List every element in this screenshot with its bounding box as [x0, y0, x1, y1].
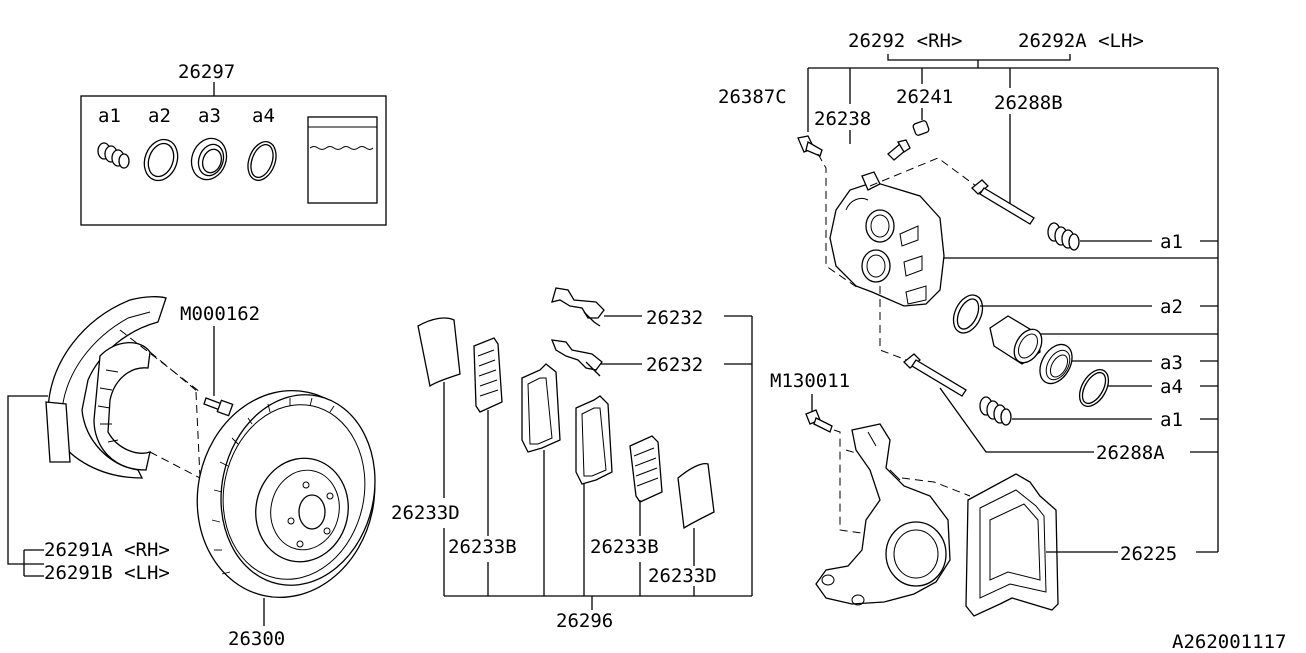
disc-rotor-vents — [211, 397, 335, 575]
label-26300: 26300 — [228, 628, 285, 650]
label-kit-a3: a3 — [198, 105, 221, 127]
label-26232-lower: 26232 — [646, 354, 703, 376]
label-kit-a1: a1 — [98, 105, 121, 127]
shim-26233b-right — [629, 435, 663, 503]
kit-seal-ring-part — [143, 138, 179, 182]
pad-clips-group: 26232 26232 — [550, 287, 752, 377]
label-26296: 26296 — [556, 610, 613, 632]
caliper-support-part — [965, 473, 1059, 617]
label-26233d-left: 26233D — [391, 502, 460, 524]
label-26292-rh: 26292 <RH> — [848, 30, 962, 52]
label-26288a: 26288A — [1096, 442, 1165, 464]
label-26233b-left: 26233B — [448, 536, 517, 558]
piston-part — [989, 315, 1043, 365]
label-callout-a4: a4 — [1160, 376, 1183, 398]
label-26288b: 26288B — [994, 92, 1063, 114]
backing-plate-group: M000162 26291A <RH> 26291B <LH> — [7, 296, 260, 584]
guide-pin-b-part — [971, 179, 1035, 225]
label-m130011: M130011 — [770, 370, 850, 392]
caliper-body-part — [829, 171, 945, 307]
knuckle-part — [815, 423, 951, 606]
label-callout-a1-top: a1 — [1160, 231, 1183, 253]
shim-26233d-right — [677, 462, 715, 530]
seal-kit-box — [80, 95, 387, 226]
boot-a1-top-part — [1047, 222, 1080, 251]
pad-left-part — [521, 363, 561, 453]
seal-kit-group: 26297 a1 a2 a3 a4 — [80, 61, 387, 226]
pads-group: 26233D 26233B 26233B 26233D 26296 — [391, 316, 753, 632]
label-m000162: M000162 — [180, 303, 260, 325]
pad-clip-upper-part — [551, 287, 605, 327]
label-callout-a2: a2 — [1160, 296, 1183, 318]
diagram-id: A262001117 — [1172, 631, 1286, 653]
bolt-m130011-part — [805, 409, 833, 433]
pad-clip-lower-part — [550, 339, 603, 377]
kit-grease-packet — [307, 116, 378, 204]
label-26387c: 26387C — [718, 86, 787, 108]
label-kit-a4: a4 — [252, 105, 275, 127]
dust-seal-a3-part — [1039, 343, 1073, 385]
label-kit-a2: a2 — [148, 105, 171, 127]
kit-dust-seal-part — [190, 137, 228, 181]
kit-boot-part — [97, 142, 130, 169]
label-callout-a1-bottom: a1 — [1160, 409, 1183, 431]
disc-rotor-part — [196, 389, 376, 599]
disc-rotor-group: 26300 — [196, 389, 376, 650]
seal-a2-part — [952, 294, 984, 334]
label-26233d-right: 26233D — [648, 565, 717, 587]
pad-right-part — [575, 395, 613, 485]
knuckle-support-group: M130011 26225 — [770, 370, 1218, 617]
bleeder-screw-part — [887, 139, 911, 161]
label-26233b-right: 26233B — [590, 536, 659, 558]
label-26225: 26225 — [1120, 543, 1177, 565]
label-26291b-lh: 26291B <LH> — [44, 562, 170, 584]
bolt-26387c-part — [797, 135, 823, 157]
label-26291a-rh: 26291A <RH> — [44, 539, 170, 561]
bleeder-cap-part — [912, 120, 930, 136]
boot-a1-bottom-part — [979, 396, 1012, 426]
kit-ring-part — [247, 141, 277, 181]
label-26241: 26241 — [896, 86, 953, 108]
label-26232-upper: 26232 — [646, 307, 703, 329]
label-callout-a3: a3 — [1160, 352, 1183, 374]
shim-26233b-left — [473, 337, 503, 413]
ring-a4-part — [1078, 369, 1110, 407]
guide-pin-a-part — [903, 353, 967, 397]
shim-26233d-left — [417, 317, 461, 388]
label-26297: 26297 — [178, 61, 235, 83]
bolt-m000162-part — [203, 397, 234, 417]
caliper-group: 26292 <RH> 26292A <LH> 26387C 26241 2628… — [718, 30, 1219, 552]
label-26292a-lh: 26292A <LH> — [1018, 30, 1144, 52]
label-26238: 26238 — [814, 108, 871, 130]
